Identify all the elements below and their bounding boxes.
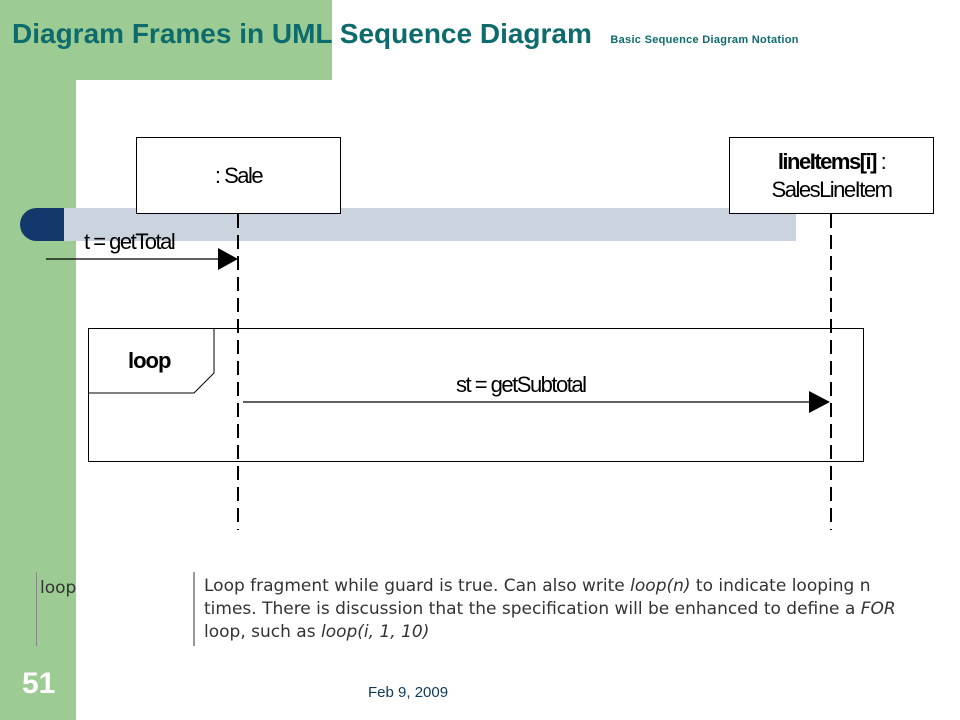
desc-part-5: loop, such as	[204, 622, 321, 642]
desc-part-3: to indicate looping n times. There is di…	[204, 576, 871, 619]
lineitems-lifeline-box: lineItems[i] : SalesLineItem	[729, 137, 934, 214]
desc-part-2: loop(n)	[630, 576, 691, 596]
gettotal-message-label: t = getTotal	[84, 229, 176, 254]
slide-subtitle: Basic Sequence Diagram Notation	[610, 34, 799, 46]
table-divider	[193, 572, 195, 646]
sale-lifeline-label: : Sale	[214, 162, 264, 188]
loop-operator-label: loop	[128, 348, 171, 373]
decorative-pill	[20, 208, 64, 241]
lineitems-name-row: lineItems[i] :	[777, 148, 887, 176]
title-row: Diagram Frames in UML Sequence Diagram B…	[12, 18, 799, 50]
lineitems-colon: :	[875, 148, 887, 174]
top-green-block	[0, 0, 332, 80]
table-operator: loop	[40, 578, 77, 598]
slide-number: 51	[22, 667, 56, 700]
desc-part-4: FOR	[860, 599, 896, 619]
loop-operator-pentagon	[88, 328, 215, 394]
left-green-bar	[0, 0, 76, 720]
table-description: Loop fragment while guard is true. Can a…	[204, 575, 924, 644]
getsubtotal-message-label: st = getSubtotal	[456, 372, 587, 397]
slide-date: Feb 9, 2009	[368, 684, 449, 701]
table-left-border	[36, 572, 37, 646]
getsubtotal-arrowhead	[809, 391, 830, 413]
desc-part-1: Loop fragment while guard is true. Can a…	[204, 576, 631, 596]
slide-title: Diagram Frames in UML Sequence Diagram	[12, 18, 592, 49]
lineitems-type: SalesLineItem	[771, 176, 893, 202]
desc-part-6: loop(i, 1, 10)	[320, 622, 430, 642]
lineitems-name: lineItems[i]	[777, 148, 878, 174]
sale-lifeline-box: : Sale	[136, 137, 341, 214]
loop-frame	[88, 328, 864, 462]
gettotal-arrowhead	[218, 248, 238, 270]
